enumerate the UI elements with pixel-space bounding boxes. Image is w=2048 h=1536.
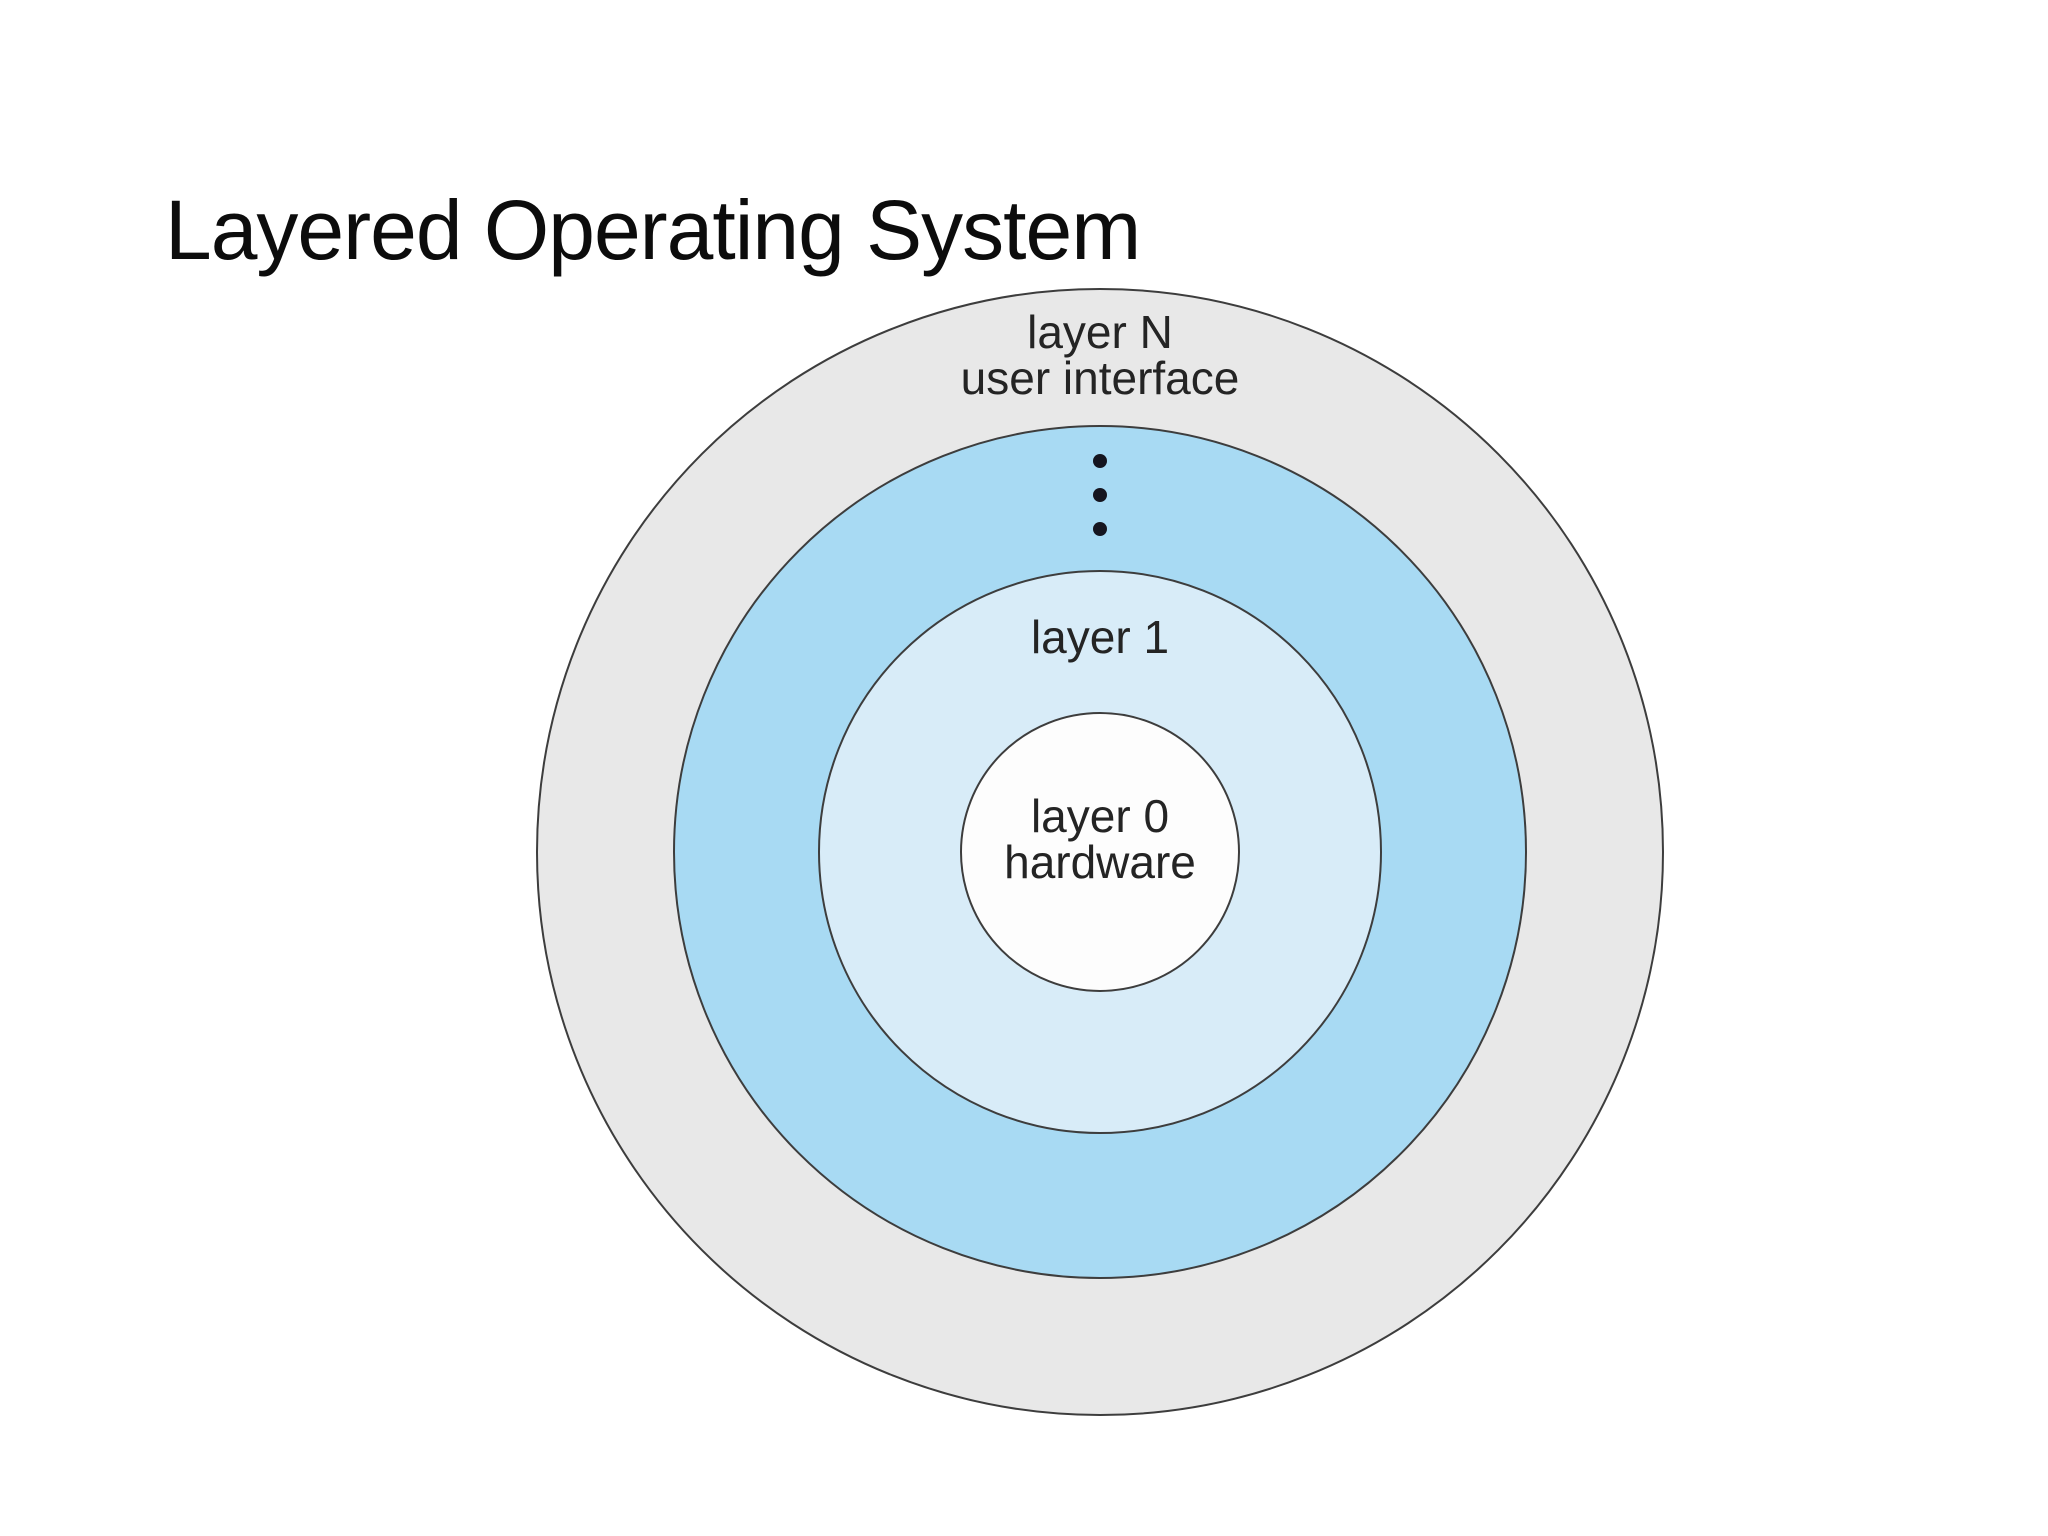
slide-title: Layered Operating System [165, 183, 1141, 277]
label-layer-0: layer 0 hardware [1004, 793, 1196, 885]
label-layer-1: layer 1 [1030, 611, 1170, 663]
label-layer-n-line2: user interface [960, 352, 1240, 404]
label-layer-n-line1: layer N [1027, 306, 1173, 358]
ellipsis-dot [1093, 454, 1107, 468]
label-layer-0-line1: layer 0 [1030, 790, 1170, 842]
ellipsis-dots [1093, 454, 1107, 536]
ellipsis-dot [1093, 522, 1107, 536]
label-layer-0-line2: hardware [1004, 836, 1196, 888]
circle-layer-0-hardware [960, 712, 1240, 992]
ellipsis-dot [1093, 488, 1107, 502]
label-layer-n: layer N user interface [961, 309, 1240, 401]
